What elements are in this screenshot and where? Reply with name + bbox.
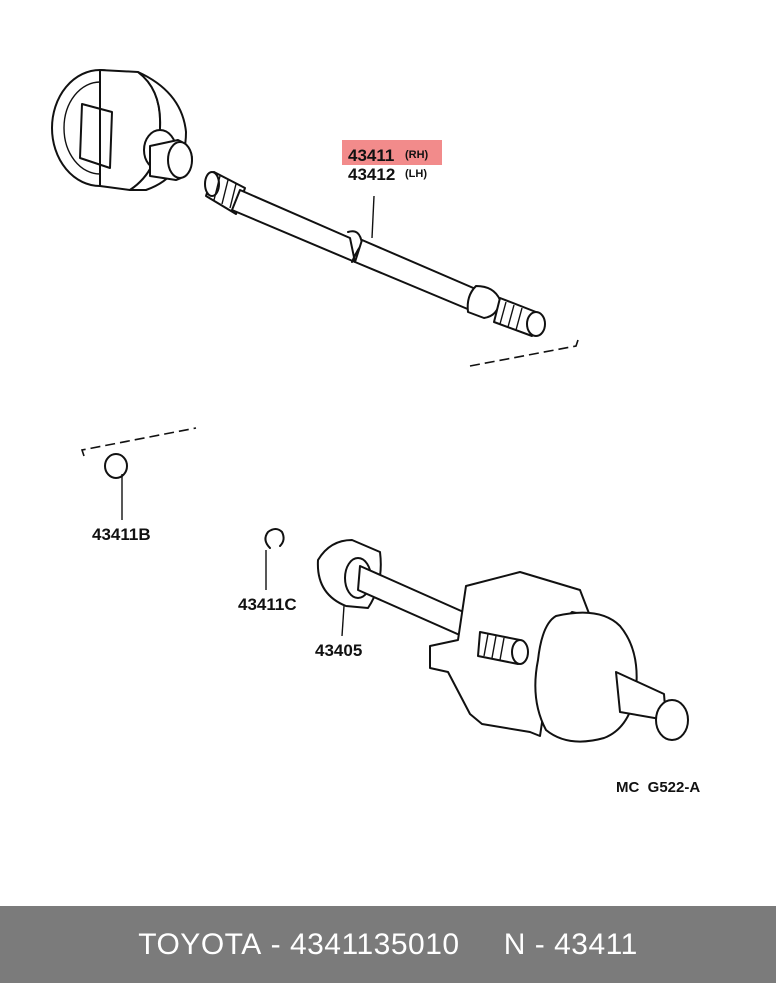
footer-gap [460, 928, 504, 962]
footer-separator-2: - [525, 927, 555, 961]
inboard-joint-43405 [316, 539, 469, 637]
footer-separator: - [261, 927, 290, 961]
outboard-joint-housing [51, 69, 193, 191]
differential-housing [429, 571, 689, 743]
footer-part-number: 4341135010 [289, 927, 460, 961]
part-number-43405: 43405 [315, 641, 362, 660]
footer-ref-prefix: N [503, 927, 526, 961]
side-lh: (LH) [405, 168, 427, 180]
part-number-43411b: 43411B [92, 525, 151, 544]
part-number-43412: 43412 [348, 165, 395, 184]
guide-line-upper [469, 339, 579, 367]
snap-ring-43411b [104, 453, 128, 520]
footer-brand: TOYOTA [138, 927, 262, 961]
part-number-43411: 43411 [348, 146, 394, 165]
footer-bar: TOYOTA - 4341135010 N - 43411 [0, 906, 776, 983]
footer-ref-number: 43411 [554, 927, 638, 961]
parts-diagram: 43411 (RH) 43412 (LH) 43411B 43411C 4340… [51, 69, 700, 796]
part-number-43411c: 43411C [238, 595, 297, 614]
drive-shaft [204, 171, 546, 337]
guide-line-lower [80, 427, 197, 457]
diagram-code: MC G522-A [616, 779, 700, 796]
side-rh: (RH) [405, 149, 429, 161]
snap-ring-43411c [264, 528, 285, 590]
part-highlight [342, 140, 442, 165]
